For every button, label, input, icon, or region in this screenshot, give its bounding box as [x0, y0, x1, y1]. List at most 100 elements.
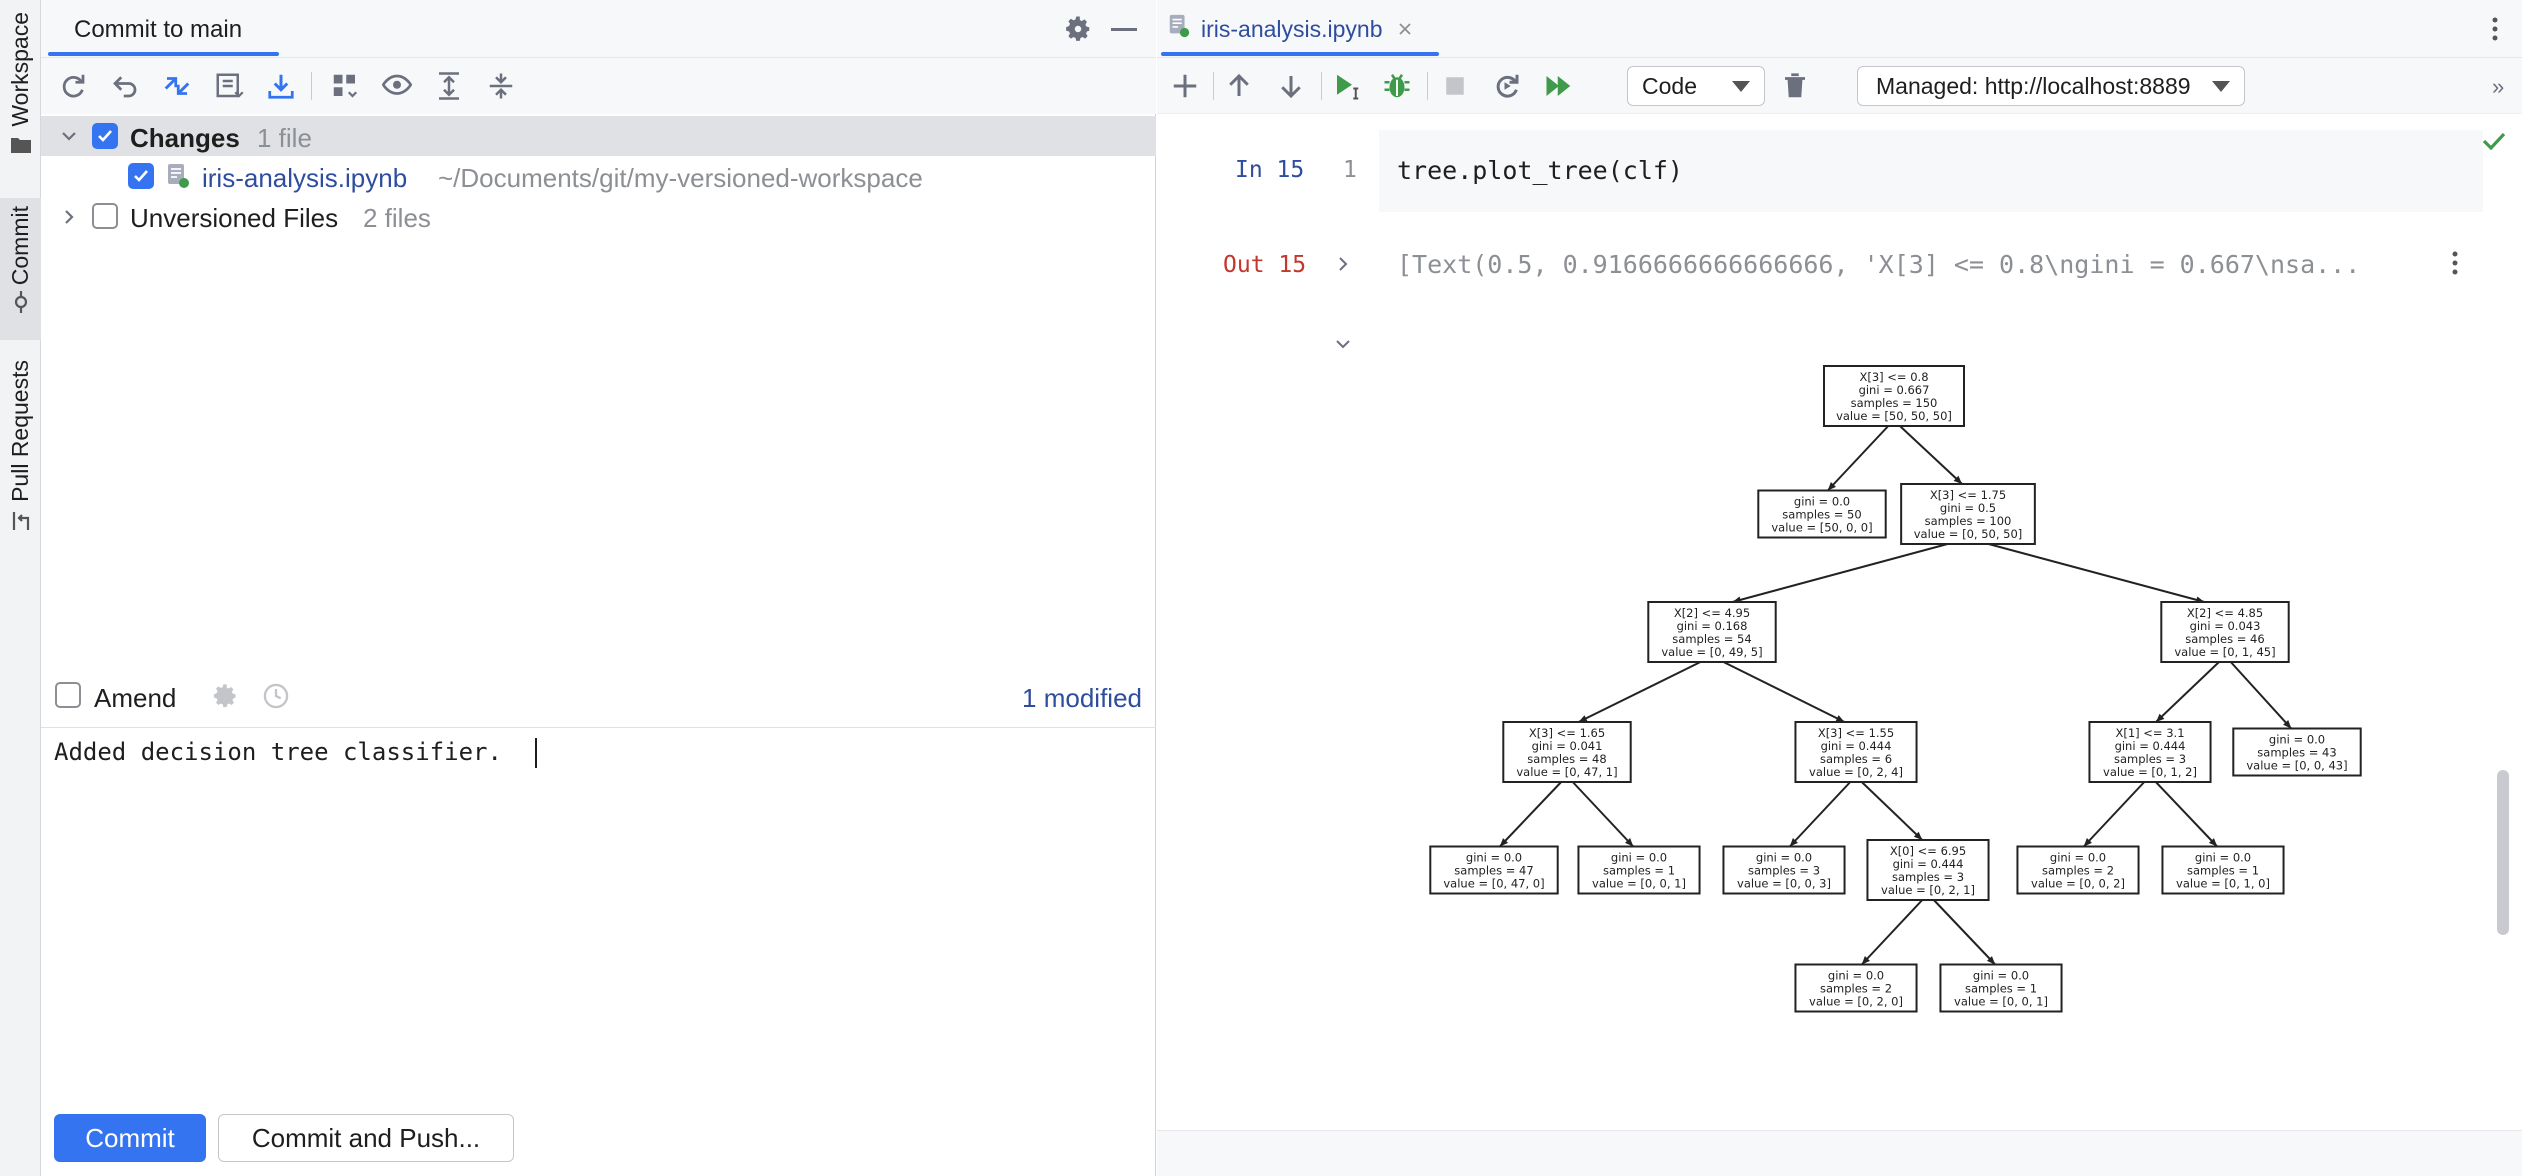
eye-icon[interactable]: [379, 68, 415, 104]
cell-type-value: Code: [1642, 72, 1697, 99]
amend-checkbox[interactable]: [55, 682, 81, 708]
shelve-icon[interactable]: [211, 68, 247, 104]
kernel-select[interactable]: Managed: http://localhost:8889: [1857, 66, 2245, 106]
tree-edge-arrow: [1913, 831, 1923, 840]
tree-node-line: gini = 0.0: [1794, 495, 1850, 509]
tree-node-line: value = [0, 0, 2]: [2031, 877, 2125, 891]
run-cell-icon[interactable]: [1329, 68, 1365, 104]
tree-node-box: [2232, 727, 2362, 777]
history-clock-icon[interactable]: [262, 682, 290, 717]
toolbar-separator: [1427, 72, 1428, 100]
gear-icon[interactable]: [1063, 14, 1093, 49]
code-cell[interactable]: tree.plot_tree(clf): [1379, 130, 2483, 212]
commit-options-gear-icon[interactable]: [211, 682, 239, 717]
rollback-icon[interactable]: [107, 68, 143, 104]
collapse-all-icon[interactable]: [483, 68, 519, 104]
tool-window-strip: Workspace Commit Pull Requests: [0, 0, 41, 1176]
close-tab-icon[interactable]: [1397, 16, 1413, 43]
tree-node-line: gini = 0.0: [1611, 851, 1667, 865]
commit-panel-title[interactable]: Commit to main: [74, 16, 243, 43]
tree-node-line: gini = 0.444: [1893, 857, 1964, 871]
chevron-down-icon[interactable]: [1333, 334, 1353, 359]
tree-node-line: samples = 43: [2257, 746, 2336, 760]
expand-all-icon[interactable]: [431, 68, 467, 104]
delete-cell-icon[interactable]: [1777, 68, 1813, 104]
chevron-down-icon[interactable]: [59, 122, 79, 153]
tree-node-line: X[1] <= 3.1: [2115, 726, 2184, 740]
more-actions-icon[interactable]: »: [2492, 74, 2505, 99]
kernel-value: Managed: http://localhost:8889: [1876, 72, 2191, 99]
chevron-right-icon[interactable]: [1333, 254, 1353, 279]
tree-node-line: samples = 6: [1820, 752, 1892, 766]
tab-commit[interactable]: Commit: [0, 198, 41, 340]
commit-button[interactable]: Commit: [54, 1114, 206, 1162]
unversioned-label: Unversioned Files: [130, 203, 339, 233]
tree-node-box: [1647, 601, 1777, 663]
commit-and-push-button[interactable]: Commit and Push...: [218, 1114, 514, 1162]
minimize-icon[interactable]: [1111, 28, 1137, 31]
out-prompt: Out 15: [1223, 252, 1307, 278]
tab-commit-label: Commit: [7, 206, 33, 286]
changes-checkbox[interactable]: [92, 123, 118, 149]
move-up-icon[interactable]: [1221, 68, 1257, 104]
tree-node-line: gini = 0.0: [2195, 851, 2251, 865]
move-down-icon[interactable]: [1273, 68, 1309, 104]
file-row[interactable]: iris-analysis.ipynb ~/Documents/git/my-v…: [41, 156, 1156, 196]
vertical-scrollbar[interactable]: [2497, 770, 2509, 935]
group-by-icon[interactable]: [327, 68, 363, 104]
tree-node-line: gini = 0.0: [1828, 969, 1884, 983]
amend-label[interactable]: Amend: [94, 683, 177, 713]
unversioned-checkbox[interactable]: [92, 203, 118, 229]
refresh-icon[interactable]: [55, 68, 91, 104]
tree-node-line: samples = 47: [1454, 864, 1533, 878]
commit-message-area[interactable]: Added decision tree classifier.: [41, 727, 1156, 1097]
tab-workspace[interactable]: Workspace: [0, 12, 41, 172]
commit-message-text: Added decision tree classifier.: [54, 738, 502, 766]
unversioned-files-row[interactable]: Unversioned Files 2 files: [41, 196, 1156, 236]
tree-node-box: [1794, 963, 1918, 1013]
tree-edge-arrow: [1499, 838, 1509, 847]
tree-edge: [1933, 899, 1996, 966]
tree-node-line: value = [0, 0, 43]: [2246, 759, 2347, 773]
in-prompt: In 15: [1235, 157, 1305, 183]
more-vertical-icon[interactable]: [2491, 16, 2499, 47]
debug-icon[interactable]: [1379, 68, 1415, 104]
tree-node-line: gini = 0.041: [1532, 739, 1603, 753]
editor-tab-iris-analysis[interactable]: iris-analysis.ipynb: [1167, 0, 1423, 58]
add-cell-icon[interactable]: [1167, 68, 1203, 104]
tree-edge-arrow: [1827, 482, 1836, 491]
file-checkbox[interactable]: [128, 163, 154, 189]
tree-edge-arrow: [1986, 956, 1996, 965]
tree-edge: [1988, 543, 2205, 603]
more-vertical-icon[interactable]: [2451, 250, 2459, 281]
commit-toolbar: [41, 58, 1156, 114]
chevron-down-icon: [1732, 81, 1750, 92]
tree-node-line: samples = 46: [2185, 632, 2264, 646]
chevron-right-icon[interactable]: [59, 203, 79, 234]
restart-kernel-icon[interactable]: [1489, 68, 1525, 104]
diff-icon[interactable]: [159, 68, 195, 104]
cell-type-select[interactable]: Code: [1627, 66, 1765, 106]
chevron-down-icon: [2212, 81, 2230, 92]
modified-count-link[interactable]: 1 modified: [1022, 683, 1142, 713]
tree-node-box: [1823, 365, 1965, 427]
active-tab-indicator: [1161, 52, 1439, 56]
tree-node-box: [2160, 601, 2290, 663]
tree-edge-arrow: [2283, 720, 2292, 729]
update-icon[interactable]: [263, 68, 299, 104]
tree-node-box: [1577, 845, 1701, 895]
tree-edge: [1499, 781, 1562, 848]
changes-group-row[interactable]: Changes 1 file: [41, 116, 1156, 156]
active-tab-indicator: [48, 52, 279, 56]
run-all-icon[interactable]: [1541, 68, 1577, 104]
stop-icon[interactable]: [1437, 68, 1473, 104]
tab-pull-requests[interactable]: Pull Requests: [0, 360, 41, 542]
